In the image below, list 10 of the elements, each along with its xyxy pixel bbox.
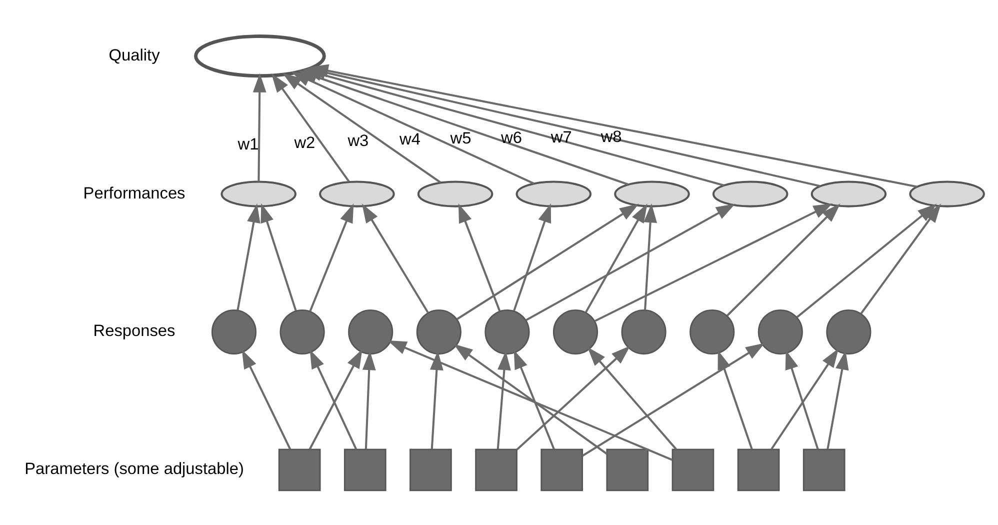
edge-label: w6	[501, 128, 522, 146]
edge-label: w2	[294, 134, 316, 152]
label: Responses	[93, 322, 176, 340]
label: Quality	[108, 46, 160, 64]
edge-label: w1	[238, 135, 259, 154]
edge-label: w4	[400, 130, 420, 148]
edge-label: w3	[348, 132, 369, 150]
label: Performances	[83, 184, 186, 202]
label: Parameters (some adjustable)	[24, 460, 244, 478]
edge-label: w5	[450, 129, 472, 148]
